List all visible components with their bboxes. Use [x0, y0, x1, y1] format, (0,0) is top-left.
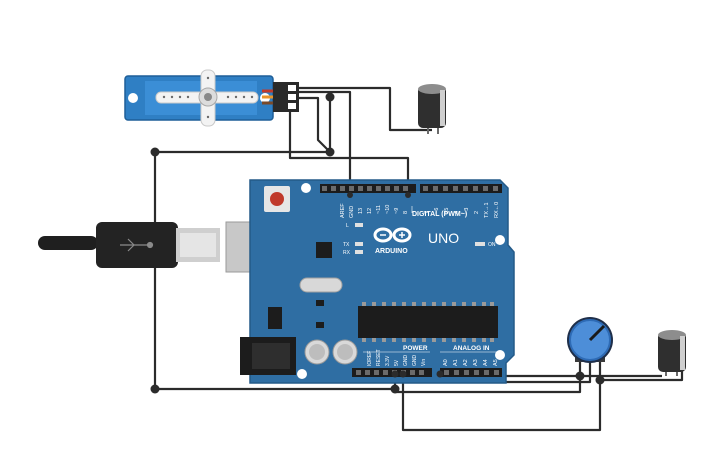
led-on	[475, 242, 485, 246]
led-rx-label: RX	[343, 250, 351, 256]
pin-label: A4	[483, 359, 489, 366]
led-l	[355, 223, 363, 227]
mount-hole	[297, 369, 307, 379]
pin-label: Vin	[421, 359, 427, 366]
junction-node	[390, 384, 400, 394]
servo-horn-icon[interactable]	[155, 69, 259, 127]
digital-pin-holes	[322, 186, 498, 191]
wire-pot-to-cap-2[interactable]	[600, 368, 684, 382]
pin-label: ~11	[376, 205, 382, 214]
arduino-uno-board[interactable]: AREF GND 13 12 ~11 ~10 ~9 8 7 ~6 ~5 4 ~3…	[240, 179, 515, 384]
pin-label: 8	[403, 211, 409, 214]
voltage-regulator	[268, 307, 282, 329]
analog-header[interactable]	[440, 368, 502, 377]
pin-label: A0	[443, 359, 449, 366]
led-rx	[355, 250, 363, 254]
capacitor-top[interactable]	[418, 84, 446, 134]
pin-label: GND	[349, 206, 355, 218]
pin-label: 4	[454, 211, 460, 214]
pin-label: ~3	[464, 208, 470, 214]
atmega-chip	[358, 306, 498, 338]
pin-label: 7	[424, 211, 430, 214]
arduino-brand: ARDUINO	[375, 248, 408, 255]
wire-servo-signal[interactable]	[298, 90, 352, 195]
crystal-oscillator	[299, 277, 343, 293]
pin-label: A2	[463, 359, 469, 366]
pin-label: 2	[474, 211, 480, 214]
pin-label: ~10	[385, 205, 391, 214]
led-l-label: L	[346, 223, 349, 229]
pin-label: 12	[367, 208, 373, 214]
mount-hole	[301, 183, 311, 193]
junction-node	[150, 147, 160, 157]
analog-header-label: ANALOG IN	[453, 345, 490, 352]
pin-label: GND	[412, 355, 418, 367]
pin-label: 5V	[394, 359, 400, 366]
pin-label: ~5	[444, 208, 450, 214]
pin-label: A1	[453, 359, 459, 366]
digital-pin-labels: AREF GND 13 12 ~11 ~10 ~9 8 7 ~6 ~5 4 ~3…	[340, 202, 500, 218]
pin-label: RESET	[376, 349, 382, 366]
pin-nodes	[347, 192, 444, 378]
analog-pin-labels: A0 A1 A2 A3 A4 A5	[443, 359, 499, 366]
reset-button-icon[interactable]	[270, 192, 284, 206]
digital-header-right[interactable]	[420, 184, 502, 193]
pin-label: AREF	[340, 203, 346, 218]
junction-node	[325, 92, 335, 102]
digital-header-label: DIGITAL (PWM~)	[412, 211, 467, 218]
led-on-label: ON	[488, 242, 496, 248]
junction-node	[325, 147, 335, 157]
servo-mount-hole	[128, 93, 138, 103]
pin-label: GND	[403, 355, 409, 367]
power-header-label: POWER	[403, 345, 428, 352]
usb-chip	[316, 242, 332, 258]
wire-servo-to-cap[interactable]	[298, 86, 432, 132]
potentiometer[interactable]	[567, 317, 613, 363]
pin-label: ~6	[434, 208, 440, 214]
pin-label: A5	[493, 359, 499, 366]
junction-node	[150, 384, 160, 394]
arduino-infinity-logo-icon	[373, 227, 412, 243]
capacitor-right[interactable]	[658, 330, 686, 376]
wire-servo-5v[interactable]	[288, 100, 410, 195]
wire-gnd-to-pot[interactable]	[401, 360, 602, 432]
logo-symbols	[380, 232, 405, 238]
mount-hole	[495, 235, 505, 245]
pin-label: RX←0	[494, 202, 500, 218]
pin-label: IOREF	[367, 351, 373, 366]
mount-hole	[495, 350, 505, 360]
pin-label: 3.3V	[385, 355, 391, 366]
pin-label: A3	[473, 359, 479, 366]
wire-junctions	[150, 92, 605, 394]
power-pin-labels: IOREF RESET 3.3V 5V GND GND Vin	[367, 349, 427, 366]
pin-label: ~9	[394, 208, 400, 214]
junction-node	[575, 371, 585, 381]
led-tx	[355, 242, 363, 246]
junction-node	[595, 375, 605, 385]
pin-label: TX→1	[484, 202, 490, 218]
pin-label: 13	[358, 208, 364, 214]
servo-motor[interactable]	[124, 69, 299, 127]
led-tx-label: TX	[343, 242, 350, 248]
board-model: UNO	[428, 230, 459, 246]
wire-servo-gnd[interactable]	[298, 96, 331, 153]
